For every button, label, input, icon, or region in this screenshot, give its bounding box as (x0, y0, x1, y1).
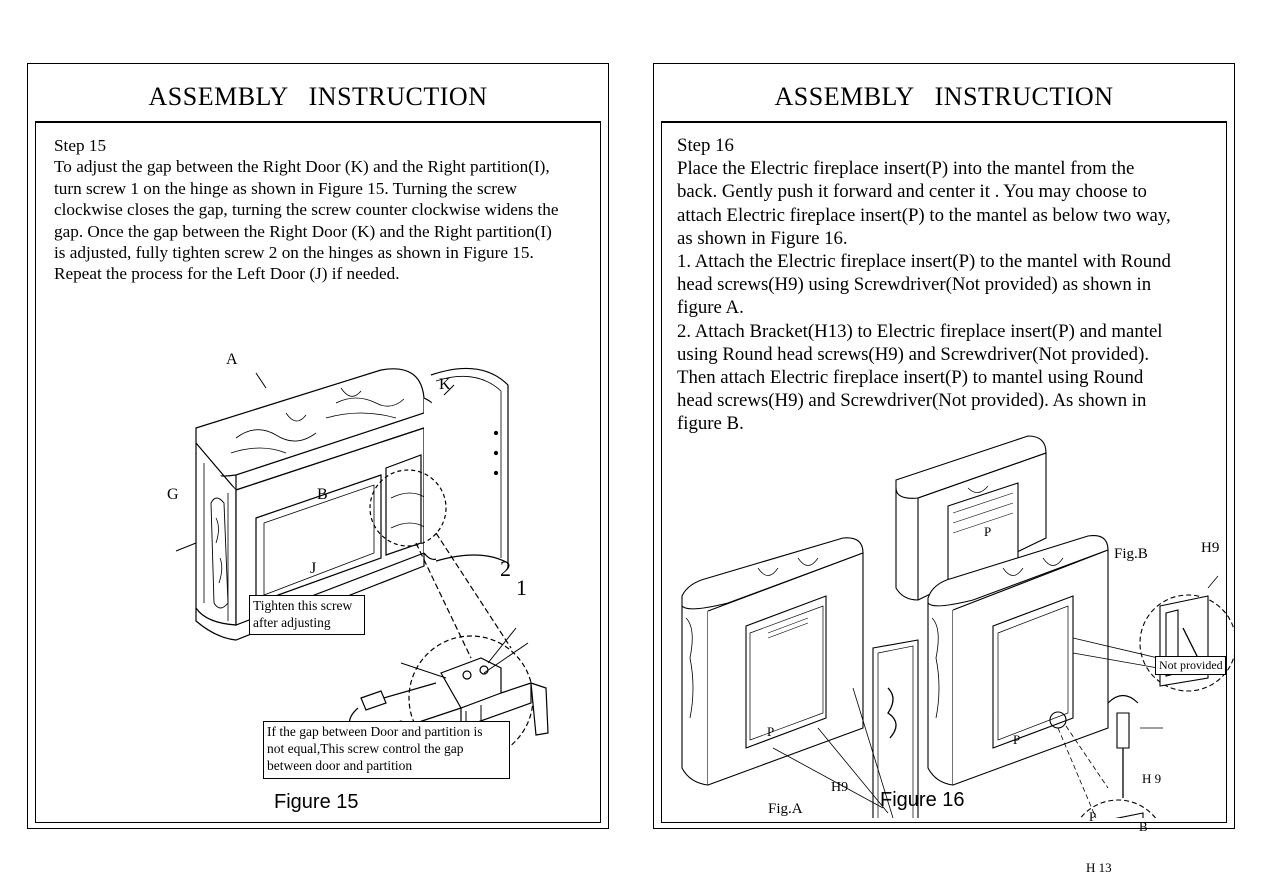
step16-line: head screws(H9) and Screwdriver(Not prov… (677, 390, 1147, 412)
step16-line: as shown in Figure 16. (677, 227, 848, 249)
right-content-frame: Step 16 Place the Electric fireplace ins… (661, 121, 1234, 875)
figure16-caption: Figure 16 (880, 789, 965, 811)
callout-line: not equal,This screw control the gap (267, 741, 464, 756)
step16-text: Step 16 Place the Electric fireplace ins… (677, 134, 1218, 436)
step16-line: Place the Electric fireplace insert(P) i… (677, 158, 1135, 180)
left-page: ASSEMBLY INSTRUCTION Step 15 To adjust t… (27, 63, 609, 829)
label-screw-1: 1 (516, 575, 527, 600)
step16-line: 1. Attach the Electric fireplace insert(… (677, 251, 1171, 273)
label-screw-2: 2 (500, 556, 511, 581)
step16-line: using Round head screws(H9) and Screwdri… (677, 343, 1150, 365)
callout-line: after adjusting (253, 615, 331, 630)
step16-line: figure B. (677, 413, 744, 435)
step15-heading: Step 15 (54, 136, 107, 155)
callout-tighten-screw: Tighten this screw after adjusting (249, 595, 365, 635)
label-h9-figb: H9 (1201, 540, 1220, 556)
left-page-title: ASSEMBLY INSTRUCTION (148, 82, 488, 111)
step16-line: back. Gently push it forward and center … (677, 181, 1147, 203)
label-h9-bracket: H 9 (1142, 771, 1162, 786)
label-p-top: P (984, 524, 992, 539)
label-p-figa: P (767, 724, 775, 739)
label-p-figb: P (1013, 732, 1021, 747)
step15-text: Step 15 To adjust the gap between the Ri… (54, 135, 592, 285)
figure16-illustration (681, 435, 1234, 818)
callout-line: Not provided (1159, 658, 1223, 672)
step16-line: head screws(H9) using Screwdriver(Not pr… (677, 274, 1152, 296)
callout-line: Tighten this screw (253, 598, 353, 613)
step16-line: 2. Attach Bracket(H13) to Electric firep… (677, 320, 1163, 342)
step16-line: figure A. (677, 297, 744, 319)
right-page-title: ASSEMBLY INSTRUCTION (774, 82, 1114, 111)
label-h9-figa: H9 (831, 780, 849, 795)
step15-line: is adjusted, fully tighten screw 2 on th… (54, 243, 534, 263)
callout-not-provided: Not provided (1155, 656, 1226, 675)
step16-line: attach Electric fireplace insert(P) to t… (677, 204, 1171, 226)
step15-line: clockwise closes the gap, turning the sc… (54, 200, 559, 220)
callout-line: between door and partition (267, 758, 413, 773)
label-g: G (167, 486, 179, 503)
label-h13: H 13 (1086, 860, 1112, 875)
callout-line: If the gap between Door and partition is (267, 724, 483, 739)
step15-line: To adjust the gap between the Right Door… (54, 157, 550, 177)
step16-line: Then attach Electric fireplace insert(P)… (677, 367, 1144, 389)
step15-line: turn screw 1 on the hinge as shown in Fi… (54, 178, 518, 198)
figure15-illustration (175, 367, 549, 770)
label-a: A (226, 351, 238, 368)
step16-line: Step 16 (677, 135, 734, 156)
label-b: B (317, 486, 328, 503)
label-fig-b: Fig.B (1114, 546, 1148, 562)
label-b-bracket: B (1139, 819, 1148, 834)
callout-gap-note: If the gap between Door and partition is… (263, 721, 510, 779)
label-p-bracket: P (1089, 809, 1097, 824)
left-content-frame: Step 15 To adjust the gap between the Ri… (35, 121, 601, 823)
label-j: J (310, 560, 317, 577)
step15-line: gap. Once the gap between the Right Door… (54, 221, 552, 241)
right-page: ASSEMBLY INSTRUCTION Step 16 Place the E… (653, 63, 1235, 875)
label-k: K (439, 376, 451, 393)
label-fig-a: Fig.A (768, 801, 803, 817)
figure15-caption: Figure 15 (274, 791, 359, 813)
step15-line: Repeat the process for the Left Door (J)… (54, 264, 400, 284)
